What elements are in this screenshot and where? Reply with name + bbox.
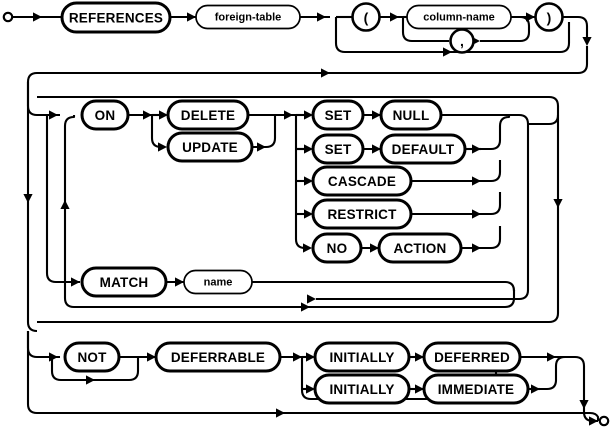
row-references: REFERENCES foreign-table ( column-name bbox=[2, 1, 592, 57]
node-label: ACTION bbox=[394, 241, 447, 256]
node-label: DEFERRED bbox=[434, 350, 510, 365]
node-default[interactable]: DEFAULT bbox=[379, 133, 467, 165]
node-foreign-table[interactable]: foreign-table bbox=[195, 4, 301, 30]
node-label: RESTRICT bbox=[327, 207, 397, 222]
node-label: SET bbox=[325, 142, 352, 157]
node-label: DELETE bbox=[181, 108, 235, 123]
node-label: UPDATE bbox=[182, 140, 238, 155]
node-label: name bbox=[204, 277, 233, 289]
node-comma[interactable]: , bbox=[449, 28, 475, 54]
node-set-null-set[interactable]: SET bbox=[311, 99, 365, 131]
node-action[interactable]: ACTION bbox=[377, 232, 463, 264]
node-match[interactable]: MATCH bbox=[80, 266, 168, 298]
node-label: , bbox=[460, 33, 464, 49]
node-label: NOT bbox=[77, 350, 107, 365]
node-immediate[interactable]: IMMEDIATE bbox=[422, 373, 530, 405]
node-label: SET bbox=[325, 108, 352, 123]
node-label: NULL bbox=[393, 108, 430, 123]
node-label: ) bbox=[547, 10, 552, 26]
node-label: DEFERRABLE bbox=[171, 350, 265, 365]
node-label: column-name bbox=[423, 12, 495, 24]
node-cascade[interactable]: CASCADE bbox=[311, 165, 413, 197]
node-label: INITIALLY bbox=[329, 350, 394, 365]
node-update[interactable]: UPDATE bbox=[166, 131, 254, 163]
node-initially-deferred-initially[interactable]: INITIALLY bbox=[313, 341, 411, 373]
node-label: foreign-table bbox=[215, 12, 282, 24]
node-label: NO bbox=[327, 241, 348, 256]
node-label: ( bbox=[364, 10, 369, 26]
node-not[interactable]: NOT bbox=[63, 341, 121, 373]
block-deferrable: NOT DEFERRABLE INITIALLY DEFERRED bbox=[26, 331, 610, 427]
start-circle bbox=[2, 11, 14, 23]
node-lparen[interactable]: ( bbox=[351, 2, 381, 32]
node-label: MATCH bbox=[100, 275, 149, 290]
node-references[interactable]: REFERENCES bbox=[60, 1, 172, 34]
arrow bbox=[33, 12, 42, 22]
node-rparen[interactable]: ) bbox=[534, 2, 564, 32]
node-label: CASCADE bbox=[328, 174, 396, 189]
node-restrict[interactable]: RESTRICT bbox=[311, 198, 413, 230]
node-no[interactable]: NO bbox=[311, 232, 363, 264]
node-label: IMMEDIATE bbox=[438, 382, 515, 397]
node-deferred[interactable]: DEFERRED bbox=[422, 341, 522, 373]
end-circle bbox=[598, 415, 610, 427]
node-label: INITIALLY bbox=[329, 382, 394, 397]
node-label: DEFAULT bbox=[392, 142, 455, 157]
node-null[interactable]: NULL bbox=[379, 99, 443, 131]
node-delete[interactable]: DELETE bbox=[166, 99, 250, 131]
node-name[interactable]: name bbox=[183, 269, 253, 295]
connector-row1-to-on-block bbox=[23, 46, 589, 333]
node-label: ON bbox=[95, 108, 116, 123]
node-initially-immediate-initially[interactable]: INITIALLY bbox=[313, 373, 411, 405]
node-column-name[interactable]: column-name bbox=[406, 4, 512, 30]
node-deferrable[interactable]: DEFERRABLE bbox=[154, 341, 282, 373]
node-on[interactable]: ON bbox=[80, 99, 130, 131]
node-label: REFERENCES bbox=[69, 11, 163, 26]
node-set-default-set[interactable]: SET bbox=[311, 133, 365, 165]
block-on-match: ON DELETE UPDATE bbox=[26, 82, 563, 324]
